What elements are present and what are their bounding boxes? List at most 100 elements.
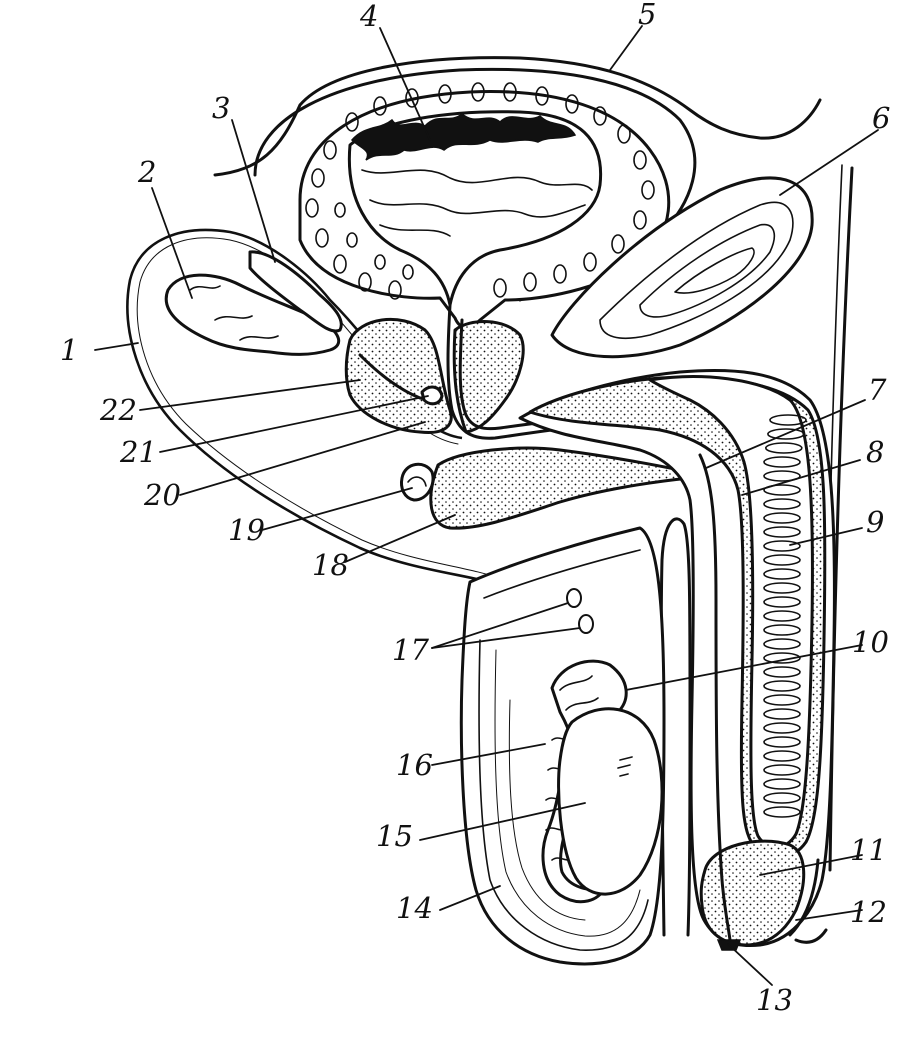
label-19: 19 [228, 513, 265, 547]
cavernous-space [763, 750, 801, 762]
label-6: 6 [872, 101, 890, 135]
cavernous-space [763, 680, 801, 692]
leader-11 [759, 854, 863, 876]
cavernous-space [763, 666, 801, 678]
cavernous-space [767, 428, 805, 440]
cavernous-space [763, 554, 801, 566]
cavernous-space [769, 414, 807, 426]
leader-6 [779, 129, 879, 196]
cavernous-space [763, 456, 801, 468]
bulb-of-penis [429, 446, 692, 530]
leader-13 [727, 943, 773, 986]
leader-2 [151, 187, 193, 299]
label-18: 18 [312, 548, 349, 582]
leader-22 [139, 379, 361, 411]
label-5: 5 [638, 0, 656, 31]
cavernous-space [763, 652, 801, 664]
cavernous-space [763, 498, 801, 510]
rectum [550, 176, 814, 359]
prostate-right [452, 320, 525, 434]
leader-21 [159, 395, 429, 453]
prostatic-utricle [420, 385, 444, 406]
rectum-inner-3 [674, 247, 755, 294]
leader-1 [94, 342, 139, 351]
label-13: 13 [756, 983, 793, 1017]
bladder-mucosa-folds [361, 169, 593, 237]
bladder-wall-muscle [305, 82, 655, 300]
cavernous-space [763, 624, 801, 636]
cavernous-space [763, 638, 801, 650]
scrotum-layer-2 [494, 649, 641, 937]
cavernous-space [763, 694, 801, 706]
label-7: 7 [868, 373, 887, 407]
seminal-vesicle [164, 273, 341, 356]
label-22: 22 [99, 393, 137, 427]
cavernous-space [763, 764, 801, 776]
label-2: 2 [137, 155, 156, 189]
cavernous-spaces [763, 414, 807, 818]
scrotum-layer-3 [508, 699, 586, 921]
abdominal-wall-line [213, 56, 822, 177]
cavernous-space [763, 736, 801, 748]
bulbourethral-gland-inner [407, 476, 427, 487]
leader-9 [789, 527, 863, 546]
cavernous-space [763, 470, 801, 482]
cavernous-space [763, 792, 801, 804]
label-17: 17 [392, 633, 429, 667]
cavernous-space [763, 778, 801, 790]
prepuce [788, 858, 828, 944]
prostate-left [344, 317, 453, 435]
cavernous-space [763, 582, 801, 594]
rectum-inner-2 [639, 223, 776, 318]
label-8: 8 [866, 435, 884, 469]
cavernous-space [763, 512, 801, 524]
leader-8 [741, 459, 861, 496]
cavernous-space [763, 610, 801, 622]
label-21: 21 [119, 435, 157, 469]
ampulla-ductus-deferens [248, 250, 343, 333]
leader-3 [231, 119, 276, 263]
label-3: 3 [212, 91, 230, 125]
leader-lines [94, 25, 879, 986]
cavernous-space [763, 596, 801, 608]
leader-19 [261, 487, 413, 531]
testis [557, 707, 664, 896]
leader-15 [419, 802, 586, 841]
leader-14 [439, 885, 501, 911]
label-14: 14 [396, 891, 433, 925]
cavernous-space [763, 540, 801, 552]
cavernous-space [764, 442, 803, 454]
leader-17b [431, 627, 581, 649]
scrotum-layer-1 [478, 549, 649, 951]
cavernous-space [763, 568, 801, 580]
cavernous-space [763, 806, 801, 818]
appendix-node-lower [578, 614, 594, 634]
leader-17a [431, 602, 569, 649]
label-20: 20 [143, 478, 181, 512]
bulbourethral-gland [400, 462, 435, 502]
cavernous-space [763, 708, 801, 720]
label-4: 4 [359, 0, 378, 33]
bladder-lumen [347, 110, 603, 307]
leader-7 [705, 399, 866, 469]
leader-5 [609, 25, 643, 71]
cavernous-space [763, 722, 801, 734]
label-10: 10 [852, 625, 889, 659]
leader-18 [344, 514, 456, 563]
leader-12 [795, 909, 863, 921]
bladder-mucosa [350, 113, 577, 161]
testis-inner-marks [617, 756, 633, 777]
seminal-vesicle-folds [189, 285, 279, 341]
leader-16 [431, 743, 546, 766]
leader-10 [625, 644, 863, 691]
leader-4 [379, 27, 431, 141]
cavernous-space [763, 526, 801, 538]
number-labels: 1 2 3 4 5 6 7 8 9 10 11 12 13 14 15 16 1… [60, 0, 890, 1017]
cavernous-space [763, 484, 801, 496]
label-15: 15 [376, 819, 413, 853]
label-11: 11 [850, 833, 887, 867]
label-12: 12 [850, 895, 887, 929]
label-9: 9 [866, 505, 884, 539]
label-16: 16 [396, 748, 433, 782]
